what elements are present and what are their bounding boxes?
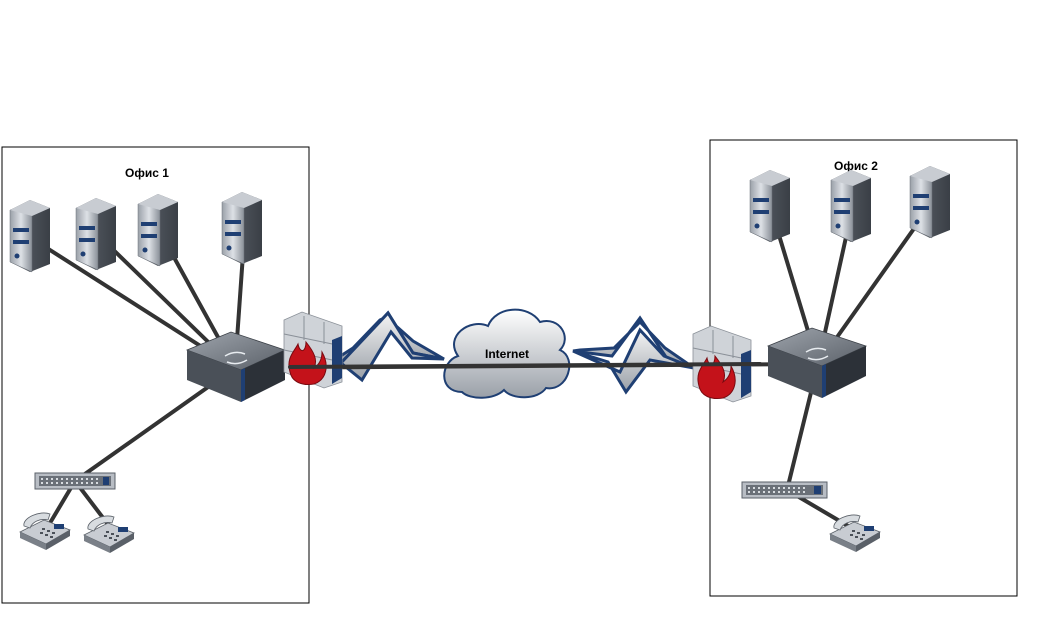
ip-phone-icon [83,515,135,553]
wan-link-left-lightning [337,310,445,383]
internet-cloud-icon [443,308,571,399]
switch-icon [766,327,868,398]
office-2-label: Офис 2 [834,159,878,173]
server-icon [221,192,262,265]
ip-phone-icon [829,514,881,552]
server-icon [75,198,116,271]
internet-label: Internet [485,347,529,361]
ip-phone-icon [19,512,71,550]
server-icon [137,194,178,267]
server-icon [749,170,790,243]
server-icon [9,200,50,273]
switch-icon [185,331,287,402]
link-backbone-overlay [288,362,762,369]
patch-panel-icon [34,472,116,490]
patch-panel-icon [741,481,828,499]
server-icon [830,170,871,243]
firewall-icon [283,311,343,389]
wan-link-right-lightning [572,315,695,395]
server-icon [909,166,950,239]
office-1-label: Офис 1 [125,166,169,180]
